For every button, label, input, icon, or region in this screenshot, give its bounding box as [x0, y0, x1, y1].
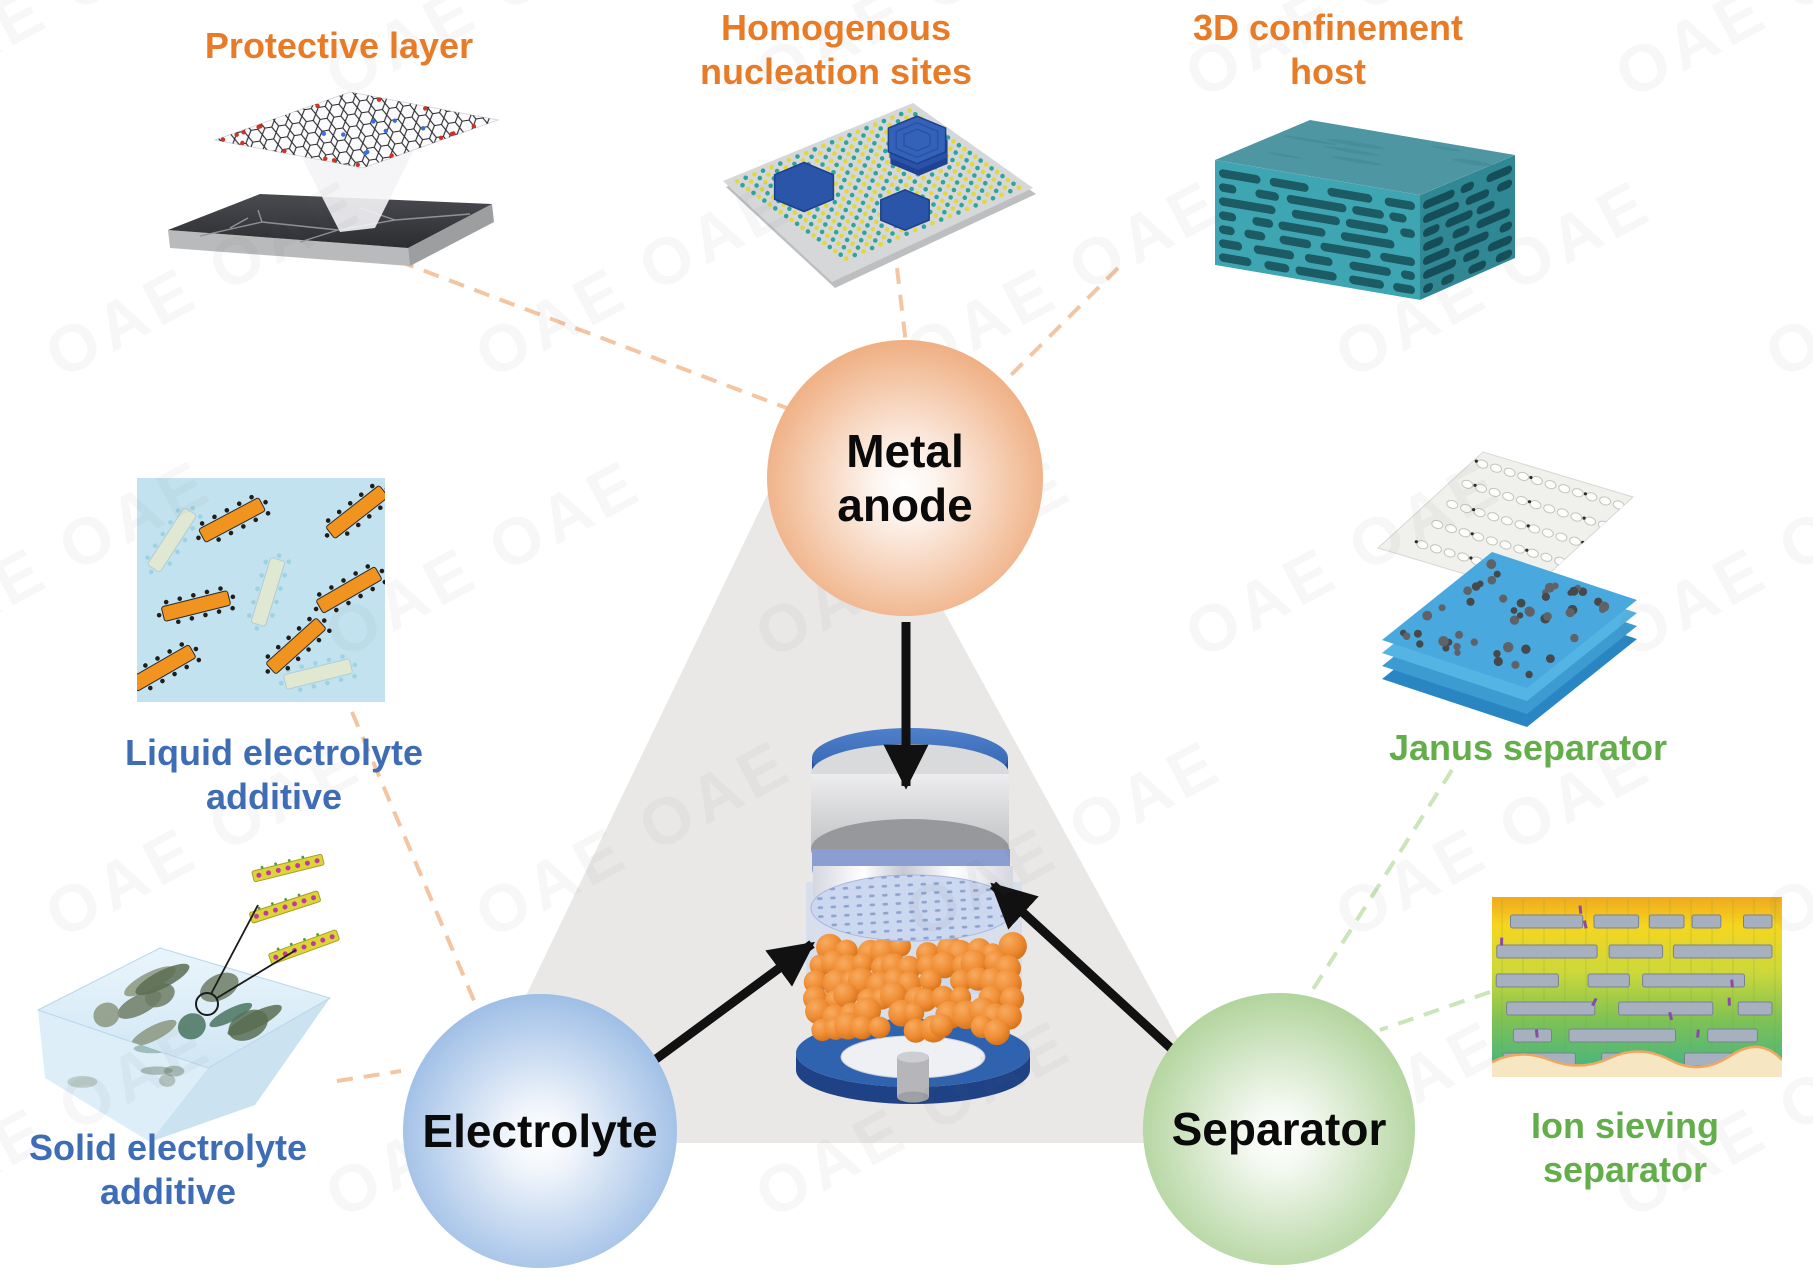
nucleation-title: Homogenous nucleation sites — [699, 7, 973, 92]
connector-lines — [336, 240, 1491, 1083]
janus-separator-title: Janus separator — [1388, 727, 1668, 768]
node-separator: Separator — [1143, 993, 1415, 1265]
protective-layer-title: Protective layer — [204, 25, 474, 66]
anode-stack — [810, 728, 1016, 942]
ion-sieving-title: Ion sieving separator — [1530, 1105, 1720, 1190]
solid-additive-title: Solid electrolyte additive — [28, 1127, 308, 1212]
connector-ion-to-separator — [1379, 990, 1491, 1032]
arrow-separator-to-cell — [989, 881, 1179, 1056]
liquid-additive-illustration — [137, 478, 385, 702]
protective-layer-illustration — [168, 91, 500, 266]
separator-label: Separator — [1171, 1103, 1387, 1155]
arrows — [649, 622, 1179, 1066]
connector-protective-to-anode — [347, 240, 793, 412]
node-electrolyte: Electrolyte — [403, 994, 677, 1268]
cathode-particles — [803, 932, 1027, 1046]
confinement-host-title: 3D confinement host — [1192, 7, 1464, 92]
arrow-electrolyte-to-cell — [649, 940, 815, 1066]
magnifier-lines — [195, 904, 297, 1016]
solid-additive-illustration — [36, 853, 340, 1142]
connector-solid-to-electrolyte — [336, 1069, 402, 1083]
electrolyte-label: Electrolyte — [422, 1105, 658, 1157]
graphene-sheet — [215, 92, 498, 168]
janus-separator-illustration — [1377, 451, 1637, 727]
connector-nucleation-to-anode — [895, 267, 908, 345]
confinement-host-illustration — [1215, 120, 1515, 300]
metal-anode-label-line1: Metal — [846, 425, 964, 477]
connector-host-to-anode — [1006, 266, 1120, 380]
nucleation-sites-illustration — [723, 103, 1036, 288]
liquid-additive-title: Liquid electrolyte additive — [124, 732, 424, 817]
battery-cell-illustration — [796, 728, 1030, 1104]
connector-janus-to-separator — [1303, 768, 1454, 1004]
deposition-funnel — [298, 142, 418, 232]
ion-sieving-illustration — [1492, 897, 1782, 1077]
metal-anode-label-line2: anode — [837, 479, 973, 531]
node-metal-anode: Metal anode — [767, 340, 1043, 616]
